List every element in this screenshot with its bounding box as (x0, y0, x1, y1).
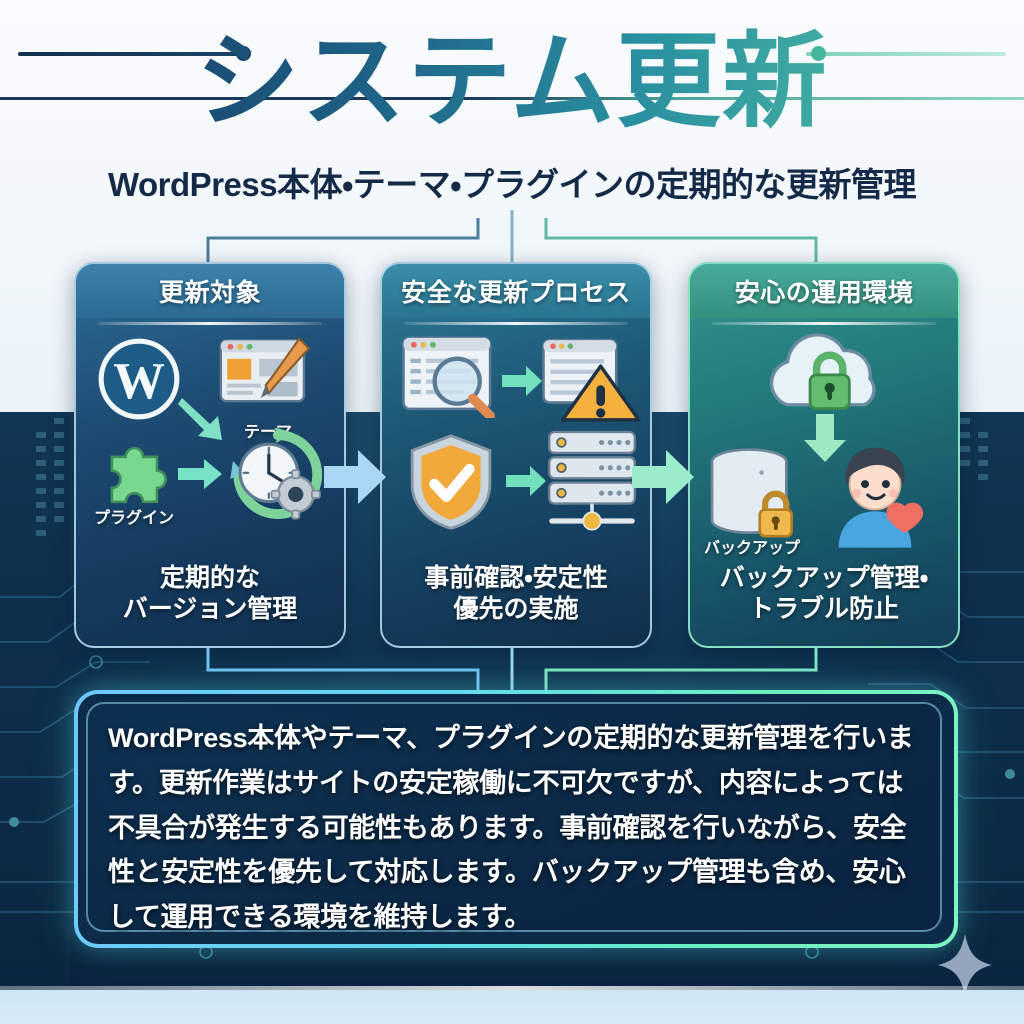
shield-check-icon (410, 434, 492, 530)
bottom-connector-lines (206, 648, 818, 694)
footer-band (0, 990, 1024, 1024)
title-dot-right (811, 46, 826, 61)
card1-caption: 定期的な バージョン管理 (86, 563, 334, 624)
arrow-right-icon-2 (506, 466, 546, 496)
arrow-card1-to-card2 (324, 450, 386, 504)
card3-icon-group: バックアップ (690, 328, 958, 568)
database-lock-icon (710, 448, 793, 538)
card2-title: 安全な更新プロセス (401, 279, 631, 307)
background-right-pane (954, 412, 1024, 990)
theme-brush-icon (219, 337, 310, 403)
description-panel-inner (86, 702, 942, 932)
arrow-card2-to-card3 (632, 450, 694, 504)
header-divider-rule (0, 97, 1024, 100)
card-safe-update-process[interactable]: 安全な更新プロセス (380, 262, 652, 648)
person-heart-icon (838, 447, 924, 548)
card2-header: 安全な更新プロセス (382, 264, 650, 318)
card1-header: 更新対象 (76, 264, 344, 318)
card3-caption-line1: バックアップ管理・ (719, 564, 929, 592)
title-dot-left (236, 46, 251, 61)
title-rule-left (18, 52, 238, 56)
card2-separator (404, 322, 628, 325)
card2-caption-line1: 事前確認・安定性 (424, 564, 608, 592)
card2-caption-line2: 優先の実施 (453, 594, 579, 623)
card-update-targets[interactable]: 更新対象 W (74, 262, 346, 648)
cloud-lock-icon (770, 333, 876, 410)
plugin-puzzle-icon (110, 446, 167, 504)
server-stack-icon (548, 430, 636, 531)
title-rule-right (806, 52, 1006, 56)
arrow-right-icon (502, 366, 542, 396)
card3-separator (712, 322, 936, 325)
browser-magnifier-icon (402, 336, 495, 418)
arrow-down-right-icon (178, 398, 222, 440)
top-connector-lines (206, 210, 818, 268)
card1-separator (98, 322, 322, 325)
background-left-pane (0, 412, 70, 990)
cards-row: 更新対象 W (0, 262, 1024, 654)
card1-title: 更新対象 (158, 279, 261, 307)
page-subtitle: WordPress本体・テーマ・プラグインの定期的な更新管理 (107, 166, 917, 203)
card1-icon-group: W テーマ (76, 328, 344, 568)
page-title: システム更新 (0, 27, 1024, 137)
card1-caption-line2: バージョン管理 (122, 594, 298, 623)
svg-text:W: W (113, 353, 165, 410)
backup-label: バックアップ (704, 540, 801, 557)
arrow-down-icon (804, 414, 846, 462)
card2-caption: 事前確認・安定性 優先の実施 (392, 563, 640, 624)
card-reliable-operation[interactable]: 安心の運用環境 (688, 262, 960, 648)
clock-gear-icon (230, 428, 323, 520)
warning-triangle-icon (542, 338, 641, 422)
card3-header: 安心の運用環境 (690, 264, 958, 318)
card1-caption-line1: 定期的な (159, 564, 260, 592)
card3-caption-line2: トラブル防止 (748, 594, 899, 623)
card2-icon-group (382, 328, 650, 568)
card3-caption: バックアップ管理・ トラブル防止 (700, 563, 948, 624)
wordpress-logo-icon: W (98, 338, 180, 420)
arrow-right-small-icon (178, 459, 222, 489)
description-text: WordPress本体やテーマ、プラグインの定期的な更新管理を行います。更新作業… (108, 723, 914, 933)
plugin-label: プラグイン (94, 510, 175, 527)
card3-title: 安心の運用環境 (734, 279, 914, 307)
footer-edge (0, 986, 1024, 991)
